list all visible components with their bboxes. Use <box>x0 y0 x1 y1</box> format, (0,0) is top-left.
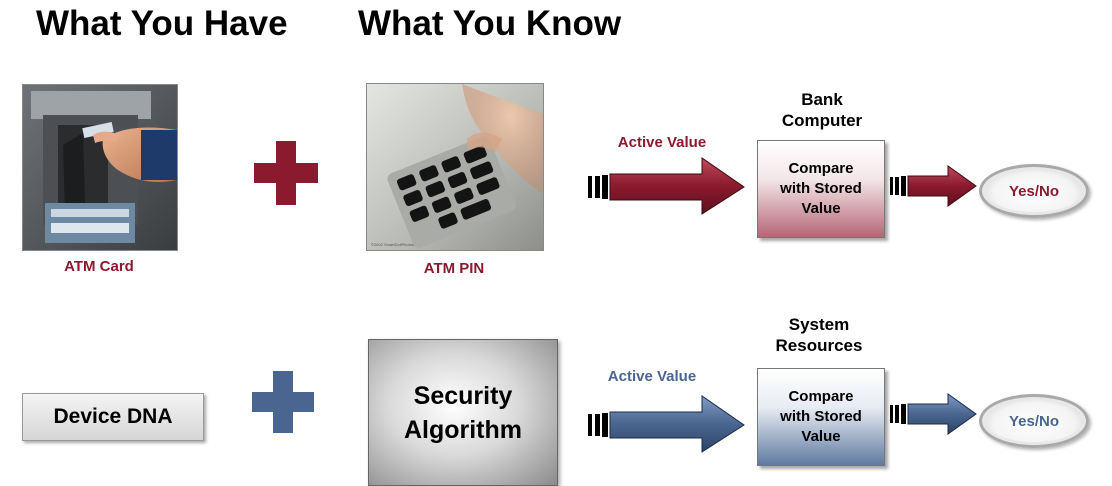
active-value-label-1: Active Value <box>617 134 707 151</box>
compare-2-line2: with Stored <box>780 408 862 425</box>
photo-credit: ©2002 SmartDollPhotos <box>371 242 414 247</box>
processor-label-1: Bank Computer <box>760 89 884 131</box>
arrow-right-icon <box>886 164 978 208</box>
heading-what-you-know: What You Know <box>358 4 622 43</box>
compare-1-line3: Value <box>801 200 841 217</box>
compare-2-line1: Compare <box>788 388 854 405</box>
compare-1-line1: Compare <box>788 160 854 177</box>
keypad-photo: ©2002 SmartDollPhotos <box>366 83 544 251</box>
result-oval-1: Yes/No <box>979 164 1089 218</box>
atm-pin-caption: ATM PIN <box>423 260 485 277</box>
device-dna-box: Device DNA <box>22 393 204 441</box>
processor-label-1-line1: Bank <box>801 90 843 109</box>
compare-box-2: Compare with Stored Value <box>757 368 885 466</box>
processor-label-2-line2: Resources <box>775 336 863 355</box>
atm-card-caption: ATM Card <box>64 258 134 275</box>
processor-label-1-line2: Computer <box>781 111 863 130</box>
result-oval-2: Yes/No <box>979 394 1089 448</box>
arrow-right-icon <box>886 392 978 436</box>
arrow-right-icon <box>584 394 746 454</box>
processor-label-2: System Resources <box>756 314 882 356</box>
heading-what-you-have: What You Have <box>36 4 288 43</box>
plus-icon <box>252 371 314 433</box>
algorithm-line1: Security <box>413 381 513 410</box>
compare-2-line3: Value <box>801 428 841 445</box>
processor-label-2-line1: System <box>788 315 850 334</box>
compare-box-1: Compare with Stored Value <box>757 140 885 238</box>
compare-1-line2: with Stored <box>780 180 862 197</box>
algorithm-line2: Algorithm <box>403 415 523 444</box>
security-algorithm-box: Security Algorithm <box>368 339 558 486</box>
active-value-label-2: Active Value <box>607 368 697 385</box>
atm-card-photo <box>22 84 178 251</box>
arrow-right-icon <box>584 156 746 216</box>
plus-icon <box>254 141 318 205</box>
